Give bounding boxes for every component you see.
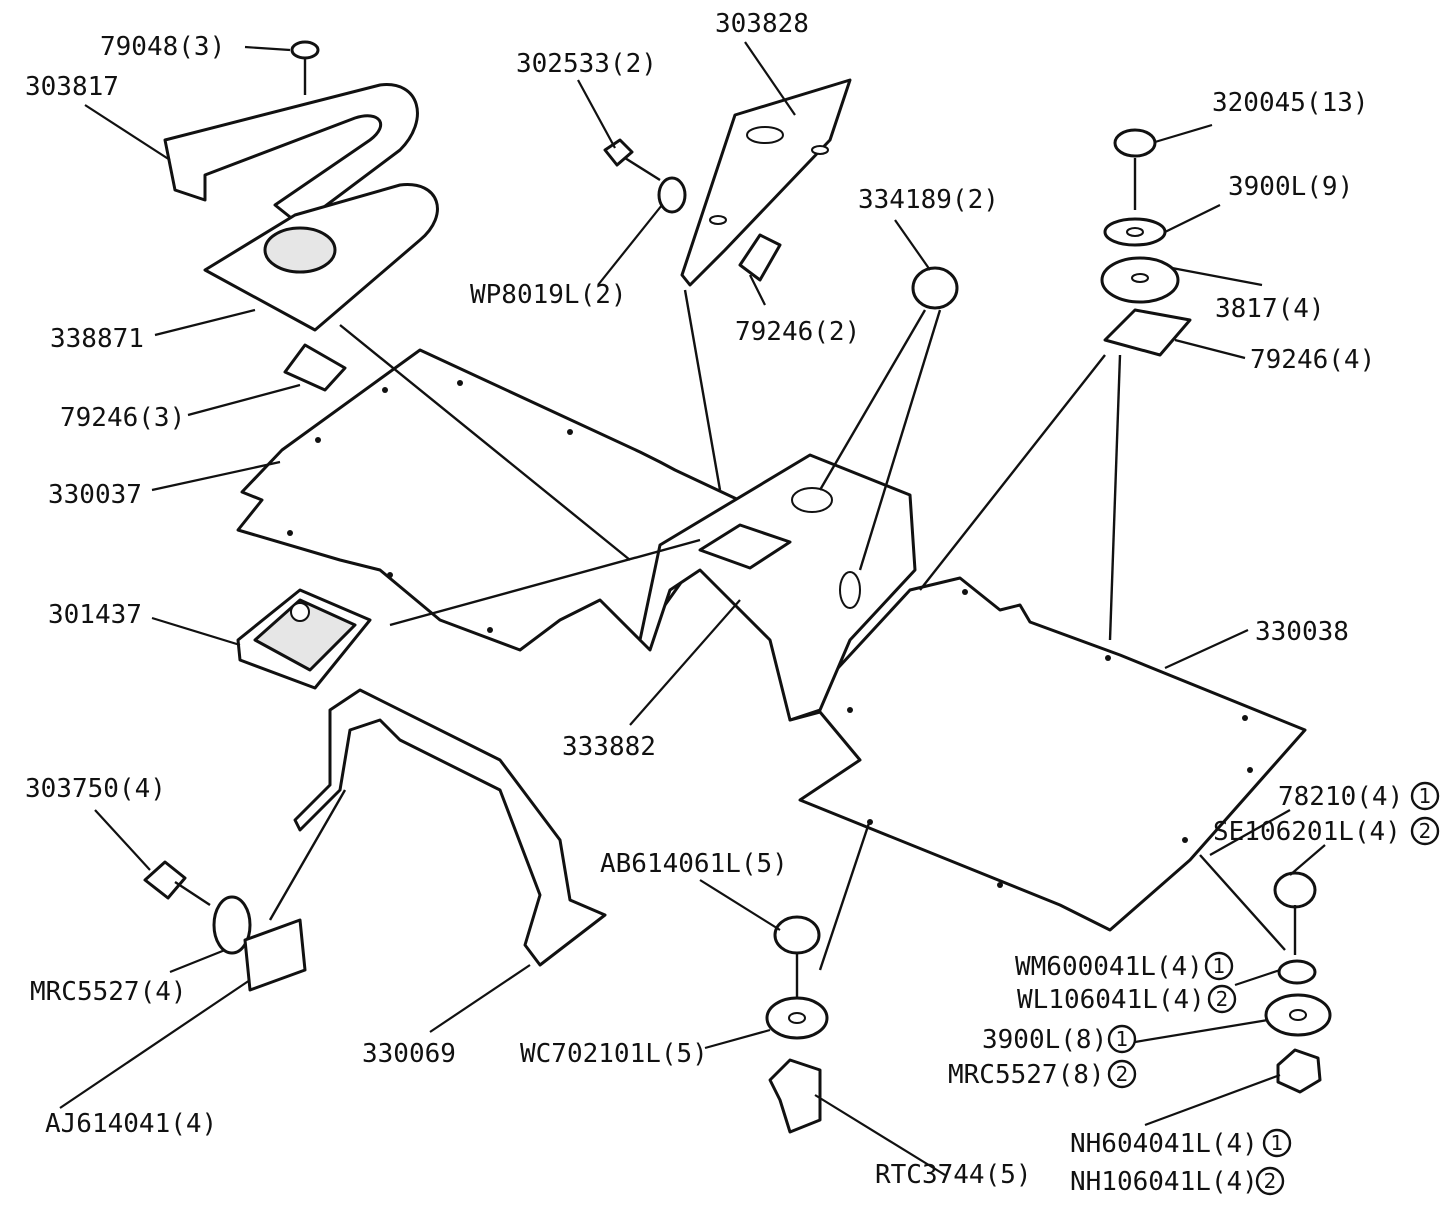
label-303750: 303750(4)	[25, 774, 166, 804]
svg-text:1: 1	[1419, 784, 1432, 808]
svg-text:2: 2	[1216, 987, 1229, 1011]
label-79246-4: 79246(4)	[1250, 345, 1375, 375]
badge-1-78210: 1	[1410, 781, 1440, 811]
base-338871	[203, 183, 439, 332]
badge-2-wl106041l: 2	[1207, 984, 1237, 1014]
label-330037: 330037	[48, 480, 142, 510]
screw-79048	[290, 40, 320, 95]
label-ab614061l: AB614061L(5)	[600, 849, 788, 879]
label-se106201l: SE106201L(4)	[1213, 817, 1401, 847]
screw-ab614061l	[765, 915, 829, 1134]
label-330038: 330038	[1255, 617, 1349, 647]
clip-79246-upper	[738, 233, 782, 282]
label-303828: 303828	[715, 9, 809, 39]
badge-2-nh106041l: 2	[1255, 1166, 1285, 1196]
label-3817: 3817(4)	[1215, 294, 1325, 324]
part-number-labels: 79048(3) 303817 302533(2) 303828 320045(…	[25, 9, 1403, 1197]
bracket-303817	[163, 83, 419, 227]
plug-334189	[911, 266, 959, 310]
label-wp8019l: WP8019L(2)	[470, 280, 627, 310]
screw-320045	[1100, 128, 1192, 357]
label-302533: 302533(2)	[516, 49, 657, 79]
variant-badges: 1 2 1 2 1 2 1 2	[1107, 781, 1440, 1196]
badge-1-3900l-8: 1	[1107, 1024, 1137, 1054]
label-wl106041l: WL106041L(4)	[1017, 985, 1205, 1015]
label-333882: 333882	[562, 732, 656, 762]
label-wc702101l: WC702101L(5)	[520, 1039, 708, 1069]
badge-1-nh604041l: 1	[1262, 1128, 1292, 1158]
label-301437: 301437	[48, 600, 142, 630]
bolt-303750	[143, 860, 307, 992]
label-mrc5527-8: MRC5527(8)	[948, 1060, 1105, 1090]
label-303817: 303817	[25, 72, 119, 102]
assembly-guides	[268, 289, 1286, 971]
svg-text:2: 2	[1264, 1169, 1277, 1193]
label-334189: 334189(2)	[858, 185, 999, 215]
bolt-302533	[603, 138, 687, 214]
svg-text:2: 2	[1419, 819, 1432, 843]
label-338871: 338871	[50, 324, 144, 354]
label-3900l-9: 3900L(9)	[1228, 172, 1353, 202]
svg-text:2: 2	[1116, 1062, 1129, 1086]
label-320045: 320045(13)	[1212, 88, 1369, 118]
floor-panel-330038	[788, 576, 1307, 932]
label-79048: 79048(3)	[100, 32, 225, 62]
badge-2-mrc5527-8: 2	[1107, 1059, 1137, 1089]
label-330069: 330069	[362, 1039, 456, 1069]
label-wm600041l: WM600041L(4)	[1015, 952, 1203, 982]
label-rtc3744: RTC3744(5)	[875, 1160, 1032, 1190]
badge-2-se106201l: 2	[1410, 816, 1440, 846]
label-79246-3: 79246(3)	[60, 403, 185, 433]
svg-text:1: 1	[1271, 1131, 1284, 1155]
bracket-330069	[293, 688, 607, 967]
leader-lines	[59, 41, 1326, 1176]
badge-1-wm600041l: 1	[1204, 951, 1234, 981]
label-nh604041l: NH604041L(4)	[1070, 1129, 1258, 1159]
plate-303828	[680, 78, 852, 287]
mount-301437	[236, 588, 372, 690]
label-79246-2: 79246(2)	[735, 317, 860, 347]
label-3900l-8: 3900L(8)	[982, 1025, 1107, 1055]
label-aj614041: AJ614041(4)	[45, 1109, 217, 1139]
label-nh106041l: NH106041L(4)	[1070, 1167, 1258, 1197]
tunnel-cover-333882	[638, 453, 917, 722]
label-78210: 78210(4)	[1278, 782, 1403, 812]
svg-text:1: 1	[1116, 1027, 1129, 1051]
label-mrc5527-4: MRC5527(4)	[30, 977, 187, 1007]
svg-text:1: 1	[1213, 954, 1226, 978]
clip-79246-left	[283, 343, 347, 392]
screw-78210	[1264, 871, 1332, 1094]
